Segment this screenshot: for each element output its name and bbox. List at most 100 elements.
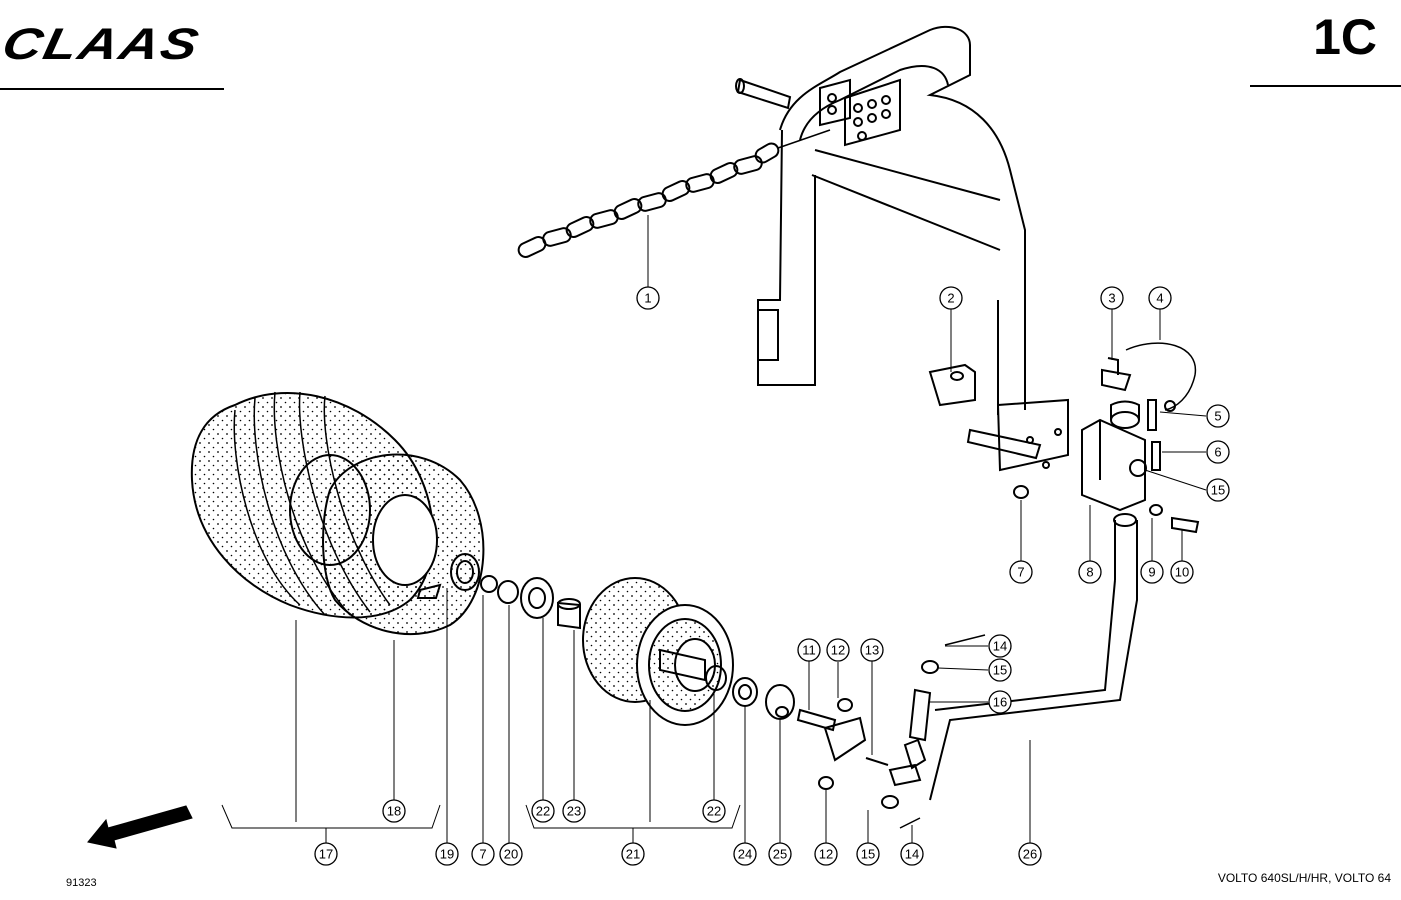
callout-label: 12	[831, 643, 845, 658]
callout-label: 22	[707, 804, 721, 819]
callout-1: 1	[636, 286, 660, 310]
callout-19: 19	[435, 842, 459, 866]
callout-label: 18	[387, 804, 401, 819]
callout-circle	[1206, 404, 1230, 428]
callout-circle	[1170, 560, 1194, 584]
callout-3: 3	[1100, 286, 1124, 310]
callout-circle	[1018, 842, 1042, 866]
callout-11: 11	[797, 638, 821, 662]
callout-circle	[499, 842, 523, 866]
callout-label: 5	[1214, 409, 1221, 424]
callout-circle	[1009, 560, 1033, 584]
callout-16: 16	[988, 690, 1012, 714]
callout-9: 9	[1140, 560, 1164, 584]
callout-label: 9	[1148, 565, 1155, 580]
callout-4: 4	[1148, 286, 1172, 310]
callout-label: 15	[1211, 483, 1225, 498]
tube	[322, 453, 485, 636]
callout-14: 14	[988, 634, 1012, 658]
bracket-assembly	[928, 342, 1200, 801]
callout-18: 18	[382, 799, 406, 823]
callout-label: 7	[1017, 565, 1024, 580]
callout-circle	[1206, 440, 1230, 464]
callout-label: 15	[861, 847, 875, 862]
callout-label: 23	[567, 804, 581, 819]
callout-label: 15	[993, 663, 1007, 678]
callout-label: 2	[947, 291, 954, 306]
callout-7: 7	[471, 842, 495, 866]
callout-circle	[531, 799, 555, 823]
page-code: 1C	[1313, 9, 1377, 65]
callout-14: 14	[900, 842, 924, 866]
header-rule-right	[1250, 85, 1401, 87]
callout-circle	[1140, 560, 1164, 584]
callout-label: 10	[1175, 565, 1189, 580]
callout-circle	[1148, 286, 1172, 310]
callout-label: 19	[440, 847, 454, 862]
callout-label: 3	[1108, 291, 1115, 306]
drawing-number: 91323	[66, 877, 97, 889]
callout-label: 26	[1023, 847, 1037, 862]
header-rule-left	[0, 88, 224, 90]
callout-label: 1	[644, 291, 651, 306]
callout-circle	[562, 799, 586, 823]
callout-23: 23	[562, 799, 586, 823]
callout-15: 15	[1206, 478, 1230, 502]
callout-circle	[1078, 560, 1102, 584]
callout-label: 16	[993, 695, 1007, 710]
callout-26: 26	[1018, 842, 1042, 866]
callout-circle	[702, 799, 726, 823]
callout-8: 8	[1078, 560, 1102, 584]
callout-15: 15	[988, 658, 1012, 682]
callout-label: 12	[819, 847, 833, 862]
callout-label: 8	[1086, 565, 1093, 580]
callout-label: 6	[1214, 445, 1221, 460]
callout-17: 17	[314, 842, 338, 866]
callout-circle	[314, 842, 338, 866]
callout-24: 24	[733, 842, 757, 866]
callout-circle	[856, 842, 880, 866]
callout-circle	[988, 690, 1012, 714]
callout-circle	[988, 658, 1012, 682]
callout-circle	[1100, 286, 1124, 310]
travel-direction-arrow-icon	[87, 805, 193, 849]
callout-circle	[826, 638, 850, 662]
callout-22: 22	[531, 799, 555, 823]
callout-7: 7	[1009, 560, 1033, 584]
callout-circle	[471, 842, 495, 866]
callout-21: 21	[621, 842, 645, 866]
callout-label: 7	[479, 847, 486, 862]
callout-label: 14	[905, 847, 919, 862]
callout-circle	[814, 842, 838, 866]
callout-label: 24	[738, 847, 752, 862]
callout-circle	[1206, 478, 1230, 502]
callout-circle	[939, 286, 963, 310]
model-designation: VOLTO 640SL/H/HR, VOLTO 64	[1217, 871, 1391, 885]
safety-chain	[517, 129, 831, 258]
callout-25: 25	[768, 842, 792, 866]
callout-label: 13	[865, 643, 879, 658]
callout-10: 10	[1170, 560, 1194, 584]
callout-label: 17	[319, 847, 333, 862]
hub-parts	[450, 553, 581, 630]
callout-22: 22	[702, 799, 726, 823]
leader-lines	[221, 215, 1207, 843]
callout-circle	[636, 286, 660, 310]
callout-label: 11	[802, 643, 816, 658]
callout-label: 22	[536, 804, 550, 819]
callout-6: 6	[1206, 440, 1230, 464]
callout-20: 20	[499, 842, 523, 866]
drawbar-frame	[735, 25, 1026, 415]
callout-label: 25	[773, 847, 787, 862]
callout-circle	[382, 799, 406, 823]
callout-circle	[621, 842, 645, 866]
callout-circle	[435, 842, 459, 866]
callout-circle	[900, 842, 924, 866]
callout-circle	[988, 634, 1012, 658]
axle-parts	[796, 634, 986, 829]
callout-circle	[768, 842, 792, 866]
callout-circle	[860, 638, 884, 662]
